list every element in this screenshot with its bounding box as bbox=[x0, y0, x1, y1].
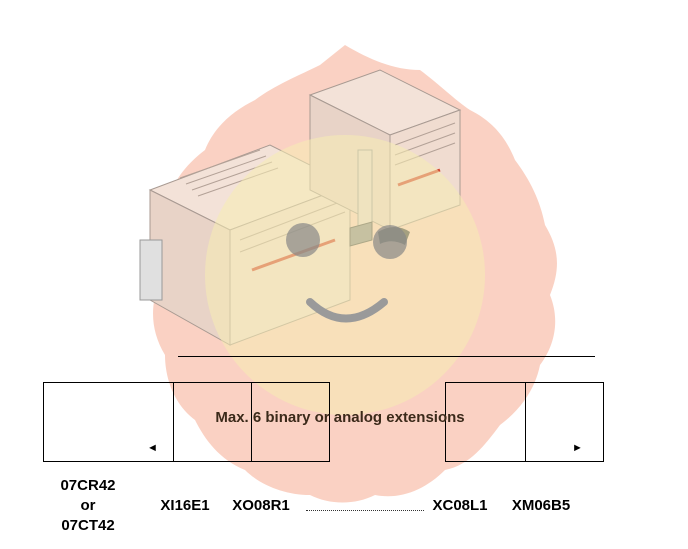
ellipsis-dotted-line bbox=[306, 510, 424, 511]
module-label-xm06b5: XM06B5 bbox=[511, 497, 571, 514]
right-arrow-icon: ► bbox=[572, 442, 583, 454]
module-label-xo08r1: XO08R1 bbox=[232, 497, 290, 514]
face-left-eye bbox=[286, 223, 320, 257]
face-smile bbox=[306, 298, 388, 323]
module-label-xc08l1: XC08L1 bbox=[432, 497, 488, 514]
extensions-caption: Max. 6 binary or analog extensions bbox=[215, 409, 465, 426]
separator-line bbox=[178, 356, 595, 357]
module-label-line: 07CT42 bbox=[61, 517, 115, 534]
left-arrow-icon: ◄ bbox=[147, 442, 158, 454]
face-right-eye bbox=[373, 225, 407, 259]
badge-face bbox=[205, 135, 485, 415]
module-box-xo08r1 bbox=[251, 382, 330, 462]
module-label-line: 07CR42 bbox=[60, 477, 116, 494]
module-box-xm06b5 bbox=[525, 382, 604, 462]
module-label-line: or bbox=[80, 497, 96, 514]
module-label-xi16e1: XI16E1 bbox=[160, 497, 210, 514]
module-label-base: 07CR42 or 07CT42 bbox=[46, 476, 130, 536]
